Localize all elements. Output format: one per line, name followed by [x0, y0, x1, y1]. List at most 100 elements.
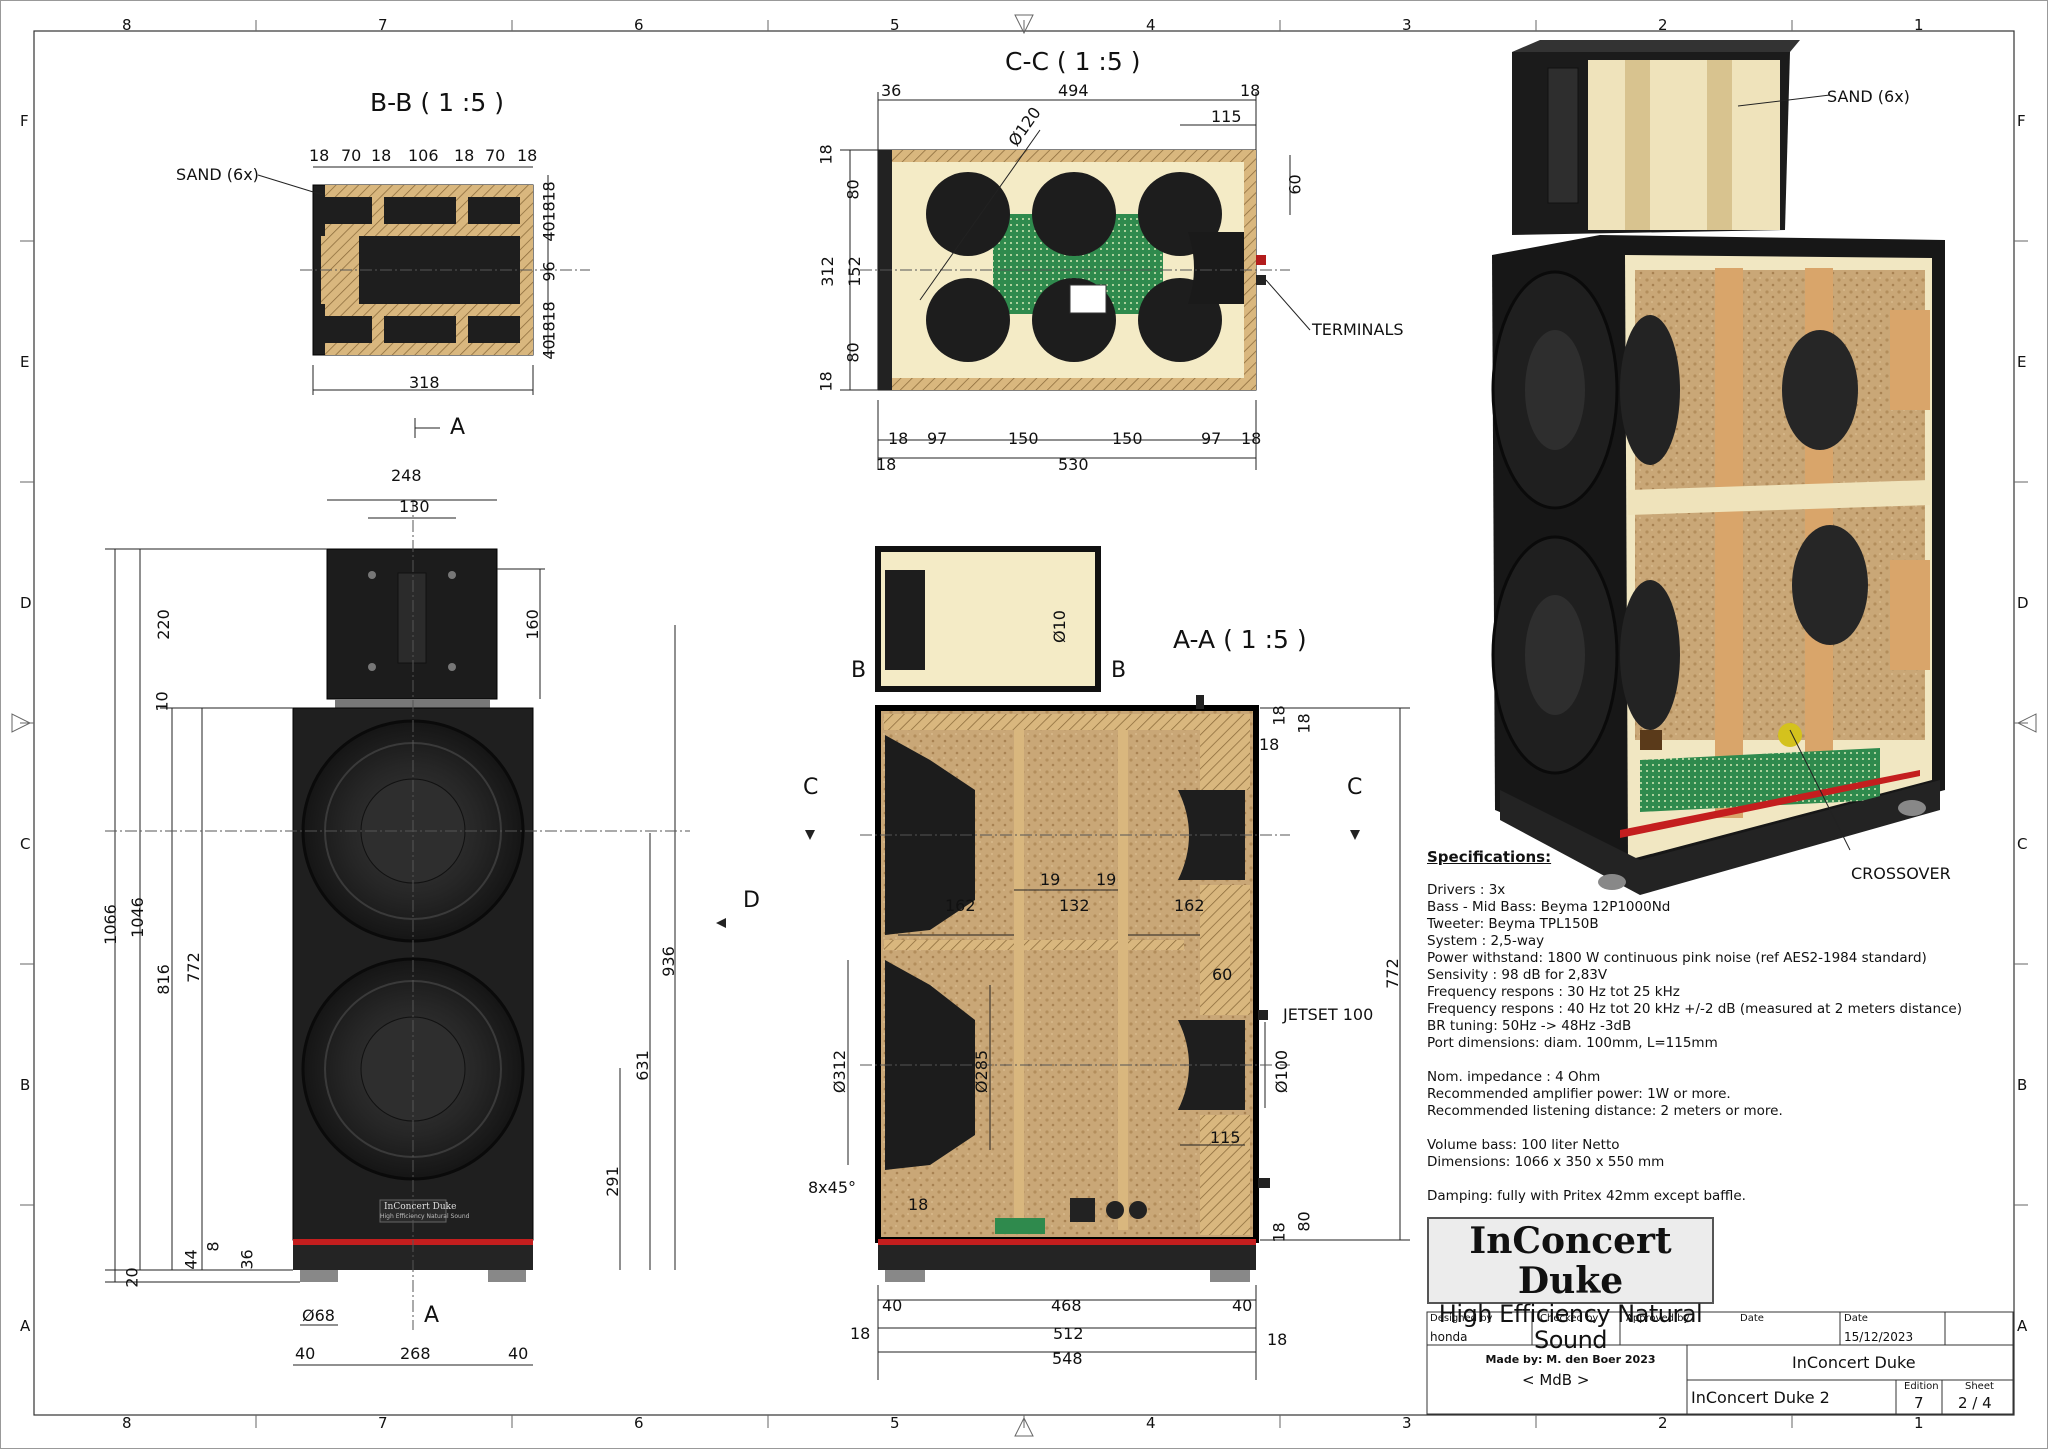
isometric-render: [1491, 40, 1945, 895]
front-dim-1066: 1066: [100, 904, 120, 945]
aa-dim-80: 80: [1294, 1211, 1314, 1232]
spec-line: Tweeter: Beyma TPL150B: [1427, 916, 1599, 932]
cc-dim-bottom-97b: 97: [1201, 429, 1222, 448]
spec-line: Damping: fully with Pritex 42mm except b…: [1427, 1188, 1746, 1204]
zone-row-b: B: [20, 1076, 31, 1094]
bb-dim-w4: 106: [408, 146, 439, 165]
cc-dim-left-18a: 18: [816, 144, 836, 165]
zone-col-6: 6: [634, 16, 644, 34]
spec-line: System : 2,5-way: [1427, 933, 1545, 949]
section-c-marker-right: C: [1347, 775, 1363, 800]
front-dim-631: 631: [632, 1050, 652, 1081]
aa-dim-10-dia: Ø10: [1049, 610, 1069, 643]
spec-line: Bass - Mid Bass: Beyma 12P1000Nd: [1427, 899, 1671, 915]
zone-col-4: 4: [1146, 16, 1156, 34]
front-dim-b40b: 40: [508, 1344, 529, 1363]
front-dim-130: 130: [399, 497, 430, 516]
section-b-marker-right: B: [1111, 658, 1127, 683]
cc-dim-left-312: 312: [817, 256, 837, 287]
tb-date: 15/12/2023: [1844, 1330, 1914, 1344]
front-dim-248: 248: [391, 466, 422, 485]
cc-dim-top-left: 36: [881, 81, 902, 100]
section-d-marker: D: [743, 888, 760, 913]
front-dim-936: 936: [658, 946, 678, 977]
tb-company: < MdB >: [1522, 1371, 1590, 1389]
aa-dim-19b: 19: [1096, 870, 1117, 889]
zone-col-3-bottom: 3: [1402, 1414, 1412, 1432]
spec-line: Recommended amplifier power: 1W or more.: [1427, 1086, 1731, 1102]
aa-dim-285-dia: Ø285: [972, 1049, 992, 1094]
aa-dim-548: 548: [1052, 1349, 1083, 1368]
zone-row-b-right: B: [2017, 1076, 2028, 1094]
front-dim-160: 160: [522, 609, 542, 640]
zone-row-e: E: [20, 353, 30, 371]
zone-row-d-right: D: [2017, 594, 2029, 612]
front-dim-220: 220: [153, 609, 173, 640]
specifications: Specifications: Drivers : 3x Bass - Mid …: [1427, 848, 1987, 1205]
section-aa-drawing: [716, 546, 1410, 1380]
front-dim-20: 20: [122, 1267, 142, 1288]
zone-col-1: 1: [1914, 16, 1924, 34]
aa-dim-115: 115: [1210, 1128, 1241, 1147]
zone-col-6-bottom: 6: [634, 1414, 644, 1432]
tb-edition: 7: [1914, 1394, 1924, 1412]
tb-designed-by-label: Designed by: [1430, 1313, 1493, 1324]
spec-line: Frequency respons : 40 Hz tot 20 kHz +/-…: [1427, 1001, 1963, 1017]
tb-checked-by-label: Checked by: [1540, 1313, 1599, 1324]
bb-dim-w6: 70: [485, 146, 506, 165]
cc-dim-left-18b: 18: [816, 371, 836, 392]
front-badge-line1: InConcert Duke: [384, 1202, 457, 1212]
zone-col-8-bottom: 8: [122, 1414, 132, 1432]
zone-row-c: C: [20, 835, 31, 853]
aa-dim-772: 772: [1382, 958, 1402, 989]
tb-subtitle: InConcert Duke 2: [1691, 1388, 1830, 1407]
section-c-marker-left: C: [803, 775, 819, 800]
front-dim-10: 10: [152, 691, 172, 712]
spec-line: Nom. impedance : 4 Ohm: [1427, 1069, 1601, 1085]
tb-edition-label: Edition: [1904, 1381, 1939, 1392]
front-view-drawing: [105, 499, 690, 1366]
bb-dim-w3: 18: [371, 146, 392, 165]
bb-dim-w7: 18: [517, 146, 538, 165]
zone-col-8: 8: [122, 16, 132, 34]
brand-logo: InConcert Duke High Efficiency Natural S…: [1427, 1217, 1714, 1366]
section-cc-drawing: [840, 92, 1311, 470]
zone-col-7-bottom: 7: [378, 1414, 388, 1432]
sand-label-left: SAND (6x): [176, 165, 259, 184]
zone-row-c-right: C: [2017, 835, 2028, 853]
zone-row-f-right: F: [2017, 112, 2026, 130]
zone-row-a-right: A: [2017, 1317, 2028, 1335]
zone-row-e-right: E: [2017, 353, 2027, 371]
aa-dim-r18c: 18: [1259, 735, 1280, 754]
cc-dim-60: 60: [1285, 174, 1305, 195]
bb-dim-h7: 40: [539, 339, 559, 360]
logo-tagline: High Efficiency Natural Sound: [1438, 1300, 1703, 1354]
logo-maker: Made by: M. den Boer 2023: [1485, 1353, 1656, 1366]
front-dim-772: 772: [183, 952, 203, 983]
tb-date-label-2: Date: [1844, 1313, 1868, 1324]
aa-dim-162b: 162: [1174, 896, 1205, 915]
front-dim-1046: 1046: [127, 897, 147, 938]
cc-dim-bottom-97a: 97: [927, 429, 948, 448]
cc-dim-port-length: 115: [1211, 107, 1242, 126]
cc-dim-bottom-150a: 150: [1008, 429, 1039, 448]
aa-dim-512: 512: [1053, 1324, 1084, 1343]
bb-dim-w2: 70: [341, 146, 362, 165]
front-dim-291: 291: [602, 1166, 622, 1197]
cc-dim-top-total: 494: [1058, 81, 1089, 100]
cc-dim-bottom-18c: 18: [876, 455, 897, 474]
cc-dim-left-80b: 80: [843, 342, 863, 363]
front-dim-44: 44: [181, 1249, 201, 1270]
aa-dim-r18b: 18: [1294, 713, 1314, 734]
cc-dim-top-right: 18: [1240, 81, 1261, 100]
tb-approved-by-label: Approved by: [1626, 1313, 1690, 1324]
aa-dim-468: 468: [1051, 1296, 1082, 1315]
zone-col-3: 3: [1402, 16, 1412, 34]
front-dim-8: 8: [203, 1241, 223, 1252]
zone-col-5-bottom: 5: [890, 1414, 900, 1432]
aa-dim-b18a: 18: [850, 1324, 871, 1343]
aa-dim-162a: 162: [945, 896, 976, 915]
zone-col-5: 5: [890, 16, 900, 34]
zone-col-7: 7: [378, 16, 388, 34]
